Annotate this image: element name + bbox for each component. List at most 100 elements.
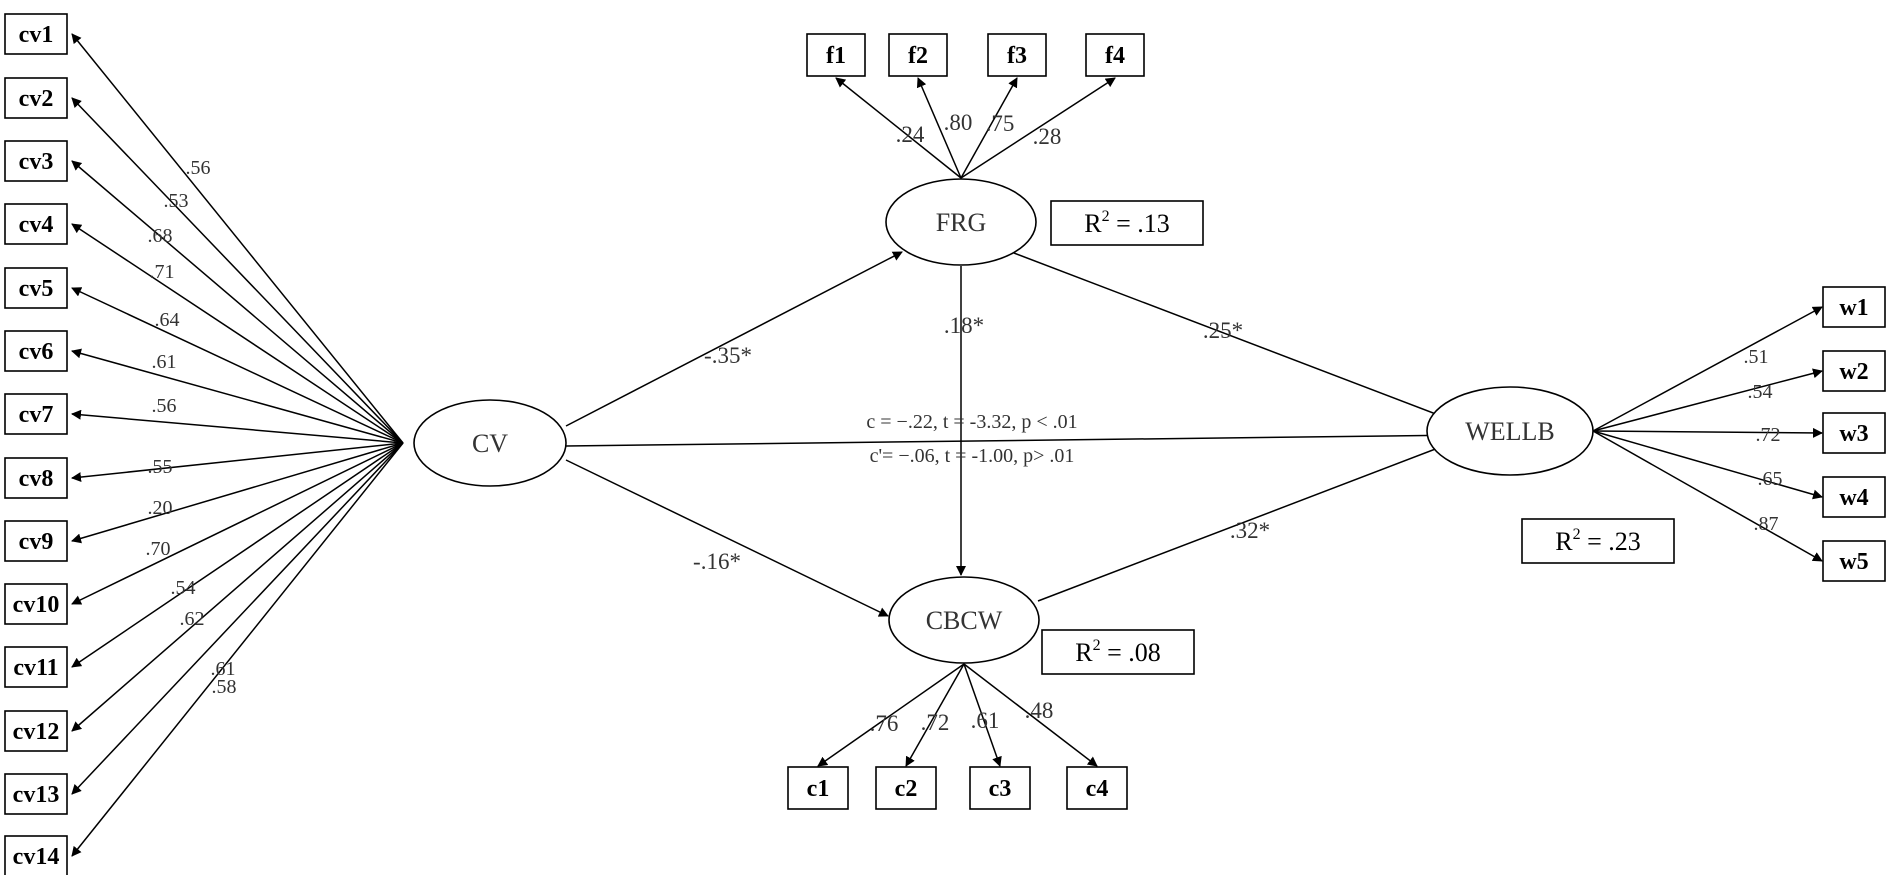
r2-frg-text: R2 = .13 [1084,208,1170,238]
labels-layer: .56.53.68.71.64.61.56.55.20.70.54.62.61.… [146,110,1783,736]
indicator-cv14-box [4,835,68,875]
latent-cv-label: CV [472,429,508,458]
edge-cv-to-cv9 [71,442,404,544]
indicator-f2-label: f2 [908,43,928,69]
r2-symbol: R [1084,209,1102,238]
latent-wellb-label: WELLB [1465,417,1555,446]
latent-cbcw-ellipse [888,576,1040,664]
edge-cv-to-cv2 [71,97,404,444]
indicator-cv13-label: cv13 [13,782,60,808]
latent-cbcw-label: CBCW [926,606,1003,635]
latent-cv-ellipse [413,399,567,487]
indicator-cv11-label: cv11 [13,655,58,681]
indicator-w2-box [1822,350,1886,392]
indicator-c3-box [969,766,1031,810]
indicator-cv1-label: cv1 [19,22,54,48]
r2-exponent: 2 [1093,637,1101,654]
r2-value: = .23 [1581,527,1641,556]
indicator-cv4-label: cv4 [19,212,54,238]
path-coef-frg-cbcw: .18* [944,313,984,338]
loading-f2: .80 [944,110,973,135]
loading-w3: .72 [1756,424,1781,446]
r2-value: = .08 [1101,638,1161,667]
edge-cv-to-cv8 [71,442,404,483]
r2-exponent: 2 [1573,526,1581,543]
loading-cv12: .62 [180,608,205,630]
indicator-f2-box [888,33,948,77]
loading-cv7: .56 [152,395,177,417]
indicator-w5-box [1822,540,1886,582]
indicator-cv13-box [4,773,68,815]
indicator-w4-label: w4 [1839,485,1868,511]
path-coef-frg-wellb: .25* [1203,318,1243,343]
edge-cv-to-cv10 [71,442,404,605]
loading-f1: .24 [896,122,925,147]
edge-cv-to-cv13 [71,442,404,795]
loading-c3: .61 [971,708,1000,733]
indicator-c4-box [1066,766,1128,810]
loading-c4: .48 [1025,698,1054,723]
indicator-cv9-label: cv9 [19,529,54,555]
indicator-w4-box [1822,476,1886,518]
edge-cv-to-cv11 [71,442,404,668]
r2-symbol: R [1555,527,1573,556]
loading-f4: .28 [1033,124,1062,149]
loading-c2: .72 [921,710,950,735]
edge-wellb-to-w1 [1592,306,1823,432]
r2-symbol: R [1075,638,1093,667]
indicator-w2-label: w2 [1839,359,1868,385]
indicator-cv2-label: cv2 [19,86,54,112]
latent-frg-label: FRG [936,208,987,237]
edge-frg-to-f1 [835,77,962,179]
edge-cbcw-to-c1 [817,663,965,767]
edge-cv-to-cv3 [71,160,404,444]
indicator-c2-label: c2 [895,776,918,802]
edge-cbcw-to-c2 [905,663,965,767]
indicator-cv5-box [4,267,68,309]
indicator-w3-label: w3 [1839,421,1868,447]
loading-cv14: .58 [212,676,237,698]
indicator-f3-label: f3 [1007,43,1027,69]
loading-cv1: .56 [186,157,211,179]
loading-cv2: .53 [164,190,189,212]
edge-frg-to-f3 [960,77,1018,179]
indicator-cv8-box [4,457,68,499]
loading-w2: .54 [1748,381,1773,403]
indicator-c2-box [875,766,937,810]
loading-f3: .75 [986,111,1015,136]
indicator-c3-label: c3 [989,776,1012,802]
indicator-cv6-label: cv6 [19,339,54,365]
edge-frg-to-f4 [960,77,1116,179]
indicator-cv3-label: cv3 [19,149,54,175]
edge-cv-to-cbcw [565,459,889,617]
loading-cv10: .70 [146,538,171,560]
indicator-cv12-label: cv12 [13,719,60,745]
r2-wellb-text: R2 = .23 [1555,526,1641,556]
loading-cv6: .61 [152,351,177,373]
loading-cv9: .20 [148,497,173,519]
indicator-w3-box [1822,412,1886,454]
edge-cv-to-wellb [565,430,1466,447]
latent-wellb-ellipse [1426,386,1594,476]
indicator-c4-label: c4 [1086,776,1109,802]
edges-layer [71,33,1823,857]
edge-cbcw-to-c3 [963,663,1002,767]
edge-frg-to-f2 [916,77,962,179]
loading-c1: .76 [870,711,899,736]
edge-cbcw-to-wellb [1037,438,1460,602]
edge-cv-to-cv14 [71,442,404,857]
loading-cv5: .64 [155,309,180,331]
edge-cbcw-to-c4 [963,663,1098,767]
indicator-cv11-box [4,646,68,688]
total-effect-label: c = −.22, t = -3.32, p < .01 [866,411,1077,433]
edge-cv-to-cv7 [71,409,404,444]
path-coef-cbcw-wellb: .32* [1230,518,1270,543]
edge-cv-to-cv5 [71,287,404,444]
indicator-w1-label: w1 [1839,295,1868,321]
indicator-cv10-box [4,583,68,625]
r2-wellb-box [1521,518,1675,564]
edge-cv-to-cv4 [71,223,404,444]
indicator-cv4-box [4,203,68,245]
edge-wellb-to-w2 [1592,368,1823,432]
